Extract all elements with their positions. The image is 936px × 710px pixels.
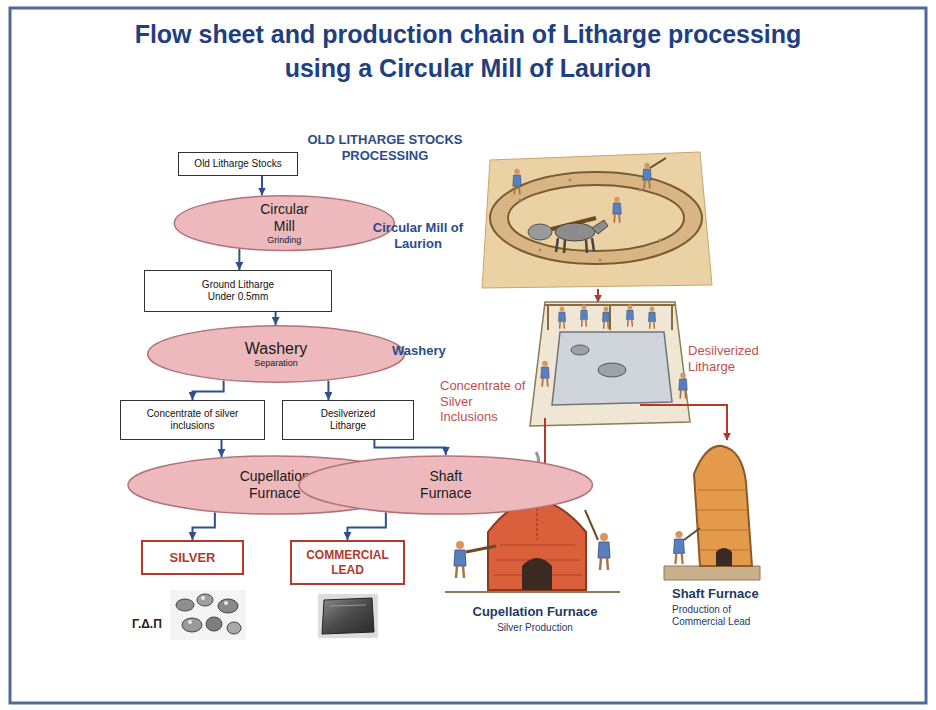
- flow-arrow: [327, 381, 329, 400]
- node-text: Circular Mill: [260, 201, 308, 235]
- washery-picture: [530, 302, 690, 426]
- node-text: Ground Litharge Under 0.5mm: [193, 279, 283, 303]
- node-text: Washery: [245, 339, 308, 358]
- flow-arrow: [193, 512, 215, 540]
- slide-title: Flow sheet and production chain of Litha…: [98, 18, 838, 86]
- flow-arrow: [221, 440, 223, 457]
- input-box: Old Litharge Stocks: [178, 152, 298, 176]
- picture-label: Washery: [392, 343, 472, 359]
- flow-arrow: [348, 512, 386, 540]
- flow-arrow: [261, 176, 263, 196]
- picture-label: Shaft Furnace: [672, 586, 784, 602]
- picture-caption: Silver Production: [440, 622, 630, 634]
- node-text: Concentrate of silver inclusions: [133, 408, 252, 432]
- picture-label: Circular Mill of Laurion: [362, 220, 474, 251]
- product-box: Desilverized Litharge: [282, 400, 414, 440]
- silver-photo: [170, 590, 246, 640]
- process-ellipse: Shaft Furnace: [296, 455, 596, 515]
- node-text: COMMERCIAL LEAD: [300, 548, 395, 577]
- process-ellipse: WasherySeparation: [145, 325, 407, 383]
- flow-arrow: [275, 312, 277, 325]
- node-text: Shaft Furnace: [420, 468, 471, 502]
- node-subtext: Separation: [254, 358, 298, 369]
- flow-arrow: [374, 440, 445, 455]
- flow-arrow: [238, 249, 240, 270]
- output-box: SILVER: [141, 540, 244, 575]
- section-heading: OLD LITHARGE STOCKS PROCESSING: [298, 132, 472, 163]
- stream-label: Concentrate of Silver Inclusions: [440, 378, 530, 425]
- node-text: Desilverized Litharge: [313, 408, 383, 432]
- circular-mill-picture: [482, 152, 712, 288]
- stream-label: Desilverized Litharge: [688, 343, 792, 374]
- node-subtext: Grinding: [267, 235, 301, 246]
- flow-arrow: [597, 289, 599, 302]
- product-box: Ground Litharge Under 0.5mm: [144, 270, 332, 312]
- flow-arrow: [193, 381, 224, 400]
- photo-credit: Γ.Δ.Π: [132, 617, 168, 631]
- process-ellipse: Circular MillGrinding: [172, 195, 397, 251]
- product-box: Concentrate of silver inclusions: [120, 400, 265, 440]
- lead-ingot-photo: [318, 594, 378, 638]
- output-box: COMMERCIAL LEAD: [290, 540, 405, 585]
- shaft-furnace-picture: [664, 446, 760, 580]
- picture-label: Cupellation Furnace: [440, 604, 630, 620]
- node-text: Old Litharge Stocks: [194, 158, 281, 170]
- picture-caption: Production of Commercial Lead: [672, 604, 772, 628]
- slide-frame: [10, 8, 926, 703]
- flow-arrow: [640, 405, 727, 440]
- node-text: SILVER: [170, 550, 216, 566]
